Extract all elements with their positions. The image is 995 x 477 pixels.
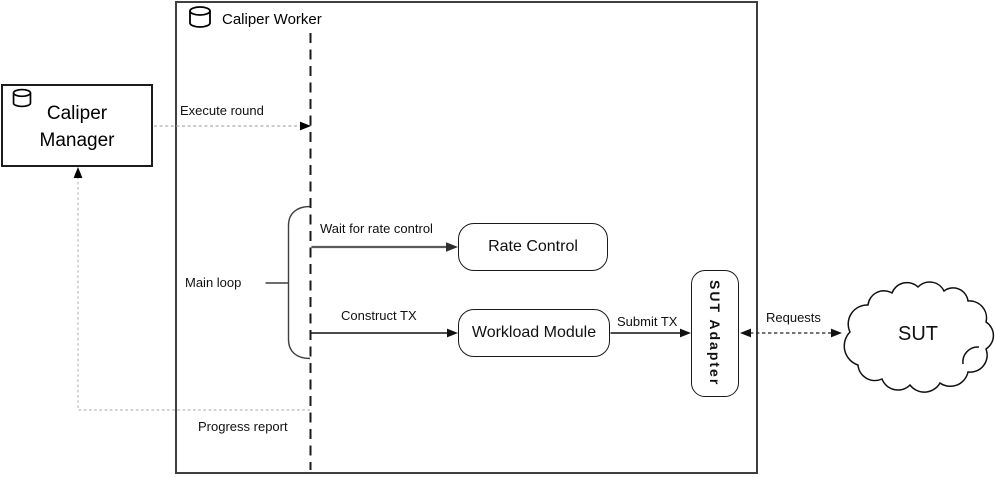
requests-label: Requests: [766, 310, 821, 325]
construct-tx-label: Construct TX: [341, 308, 417, 323]
database-cylinder-icon: [11, 86, 33, 115]
submit-tx-label: Submit TX: [617, 314, 678, 329]
progress-report-arrow: [73, 167, 310, 411]
wait-for-rate-control-arrow: [311, 242, 458, 252]
caliper-worker-header: Caliper Worker: [187, 4, 322, 35]
caliper-manager-title: Caliper Manager: [39, 102, 115, 151]
database-cylinder-icon: [187, 4, 213, 35]
main-loop-brace: [265, 205, 311, 360]
submit-tx-arrow: [610, 328, 691, 338]
rate-control-node: Rate Control: [458, 223, 608, 271]
main-loop-label: Main loop: [185, 275, 242, 290]
sut-label: SUT: [898, 323, 938, 345]
sut-adapter-label: SUT Adapter: [707, 280, 723, 387]
progress-report-label: Progress report: [198, 419, 288, 434]
execute-round-arrow: [154, 121, 311, 131]
caliper-worker-title: Caliper Worker: [222, 11, 322, 28]
rate-control-label: Rate Control: [488, 238, 578, 255]
execute-round-label: Execute round: [180, 103, 264, 118]
sut-adapter-node: SUT Adapter: [691, 270, 739, 397]
sut-cloud: [843, 281, 995, 393]
requests-arrow: [740, 328, 842, 338]
wait-for-rate-control-label: Wait for rate control: [320, 221, 433, 236]
construct-tx-arrow: [311, 328, 458, 338]
workload-module-node: Workload Module: [458, 309, 610, 357]
workload-module-label: Workload Module: [471, 324, 597, 341]
